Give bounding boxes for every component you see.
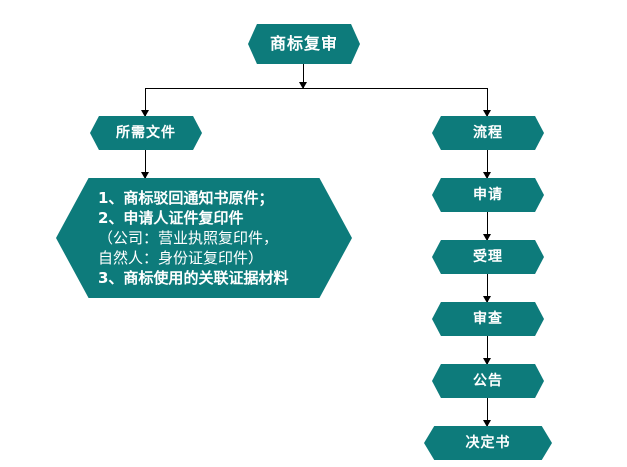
document-item: （公司：营业执照复印件， <box>98 229 279 247</box>
node-step-announcement-label: 公告 <box>473 373 503 389</box>
documents-list-inner: 1、商标驳回通知书原件； 2、申请人证件复印件 （公司：营业执照复印件， 自然人… <box>56 188 314 288</box>
document-item: 2、申请人证件复印件 <box>98 209 244 227</box>
arrowhead-split-to-documents <box>141 110 149 117</box>
arrowhead-step-4-to-step-5 <box>483 420 491 427</box>
node-step-application-label: 申请 <box>473 187 503 203</box>
node-process[interactable]: 流程 <box>432 116 544 150</box>
document-item: 3、商标使用的关联证据材料 <box>98 269 289 287</box>
arrowhead-step-1-to-step-2 <box>483 234 491 241</box>
connector-split-to-process <box>487 88 488 116</box>
document-item: 1、商标驳回通知书原件； <box>98 189 274 207</box>
node-step-acceptance[interactable]: 受理 <box>432 240 544 274</box>
node-process-label: 流程 <box>473 125 503 141</box>
connector-split-bar <box>145 88 488 89</box>
arrowhead-split-to-process <box>483 110 491 117</box>
arrowhead-step-2-to-step-3 <box>483 296 491 303</box>
arrowhead-documents-to-list <box>141 172 149 179</box>
document-item: 自然人：身份证复印件） <box>98 249 264 267</box>
connector-step-1-to-step-2 <box>487 212 488 240</box>
arrowhead-process-to-step-1 <box>483 172 491 179</box>
node-step-decision-label: 决定书 <box>465 435 511 451</box>
node-documents-list[interactable]: 1、商标驳回通知书原件； 2、申请人证件复印件 （公司：营业执照复印件， 自然人… <box>56 178 352 298</box>
connector-root-to-split <box>303 64 304 88</box>
node-step-examination[interactable]: 审查 <box>432 302 544 336</box>
connector-process-to-step-1 <box>487 150 488 178</box>
node-step-announcement[interactable]: 公告 <box>432 364 544 398</box>
connector-documents-to-list <box>145 150 146 178</box>
node-step-acceptance-label: 受理 <box>473 249 503 265</box>
arrowhead-root-to-split <box>299 82 307 89</box>
connector-step-4-to-step-5 <box>487 398 488 426</box>
node-step-application[interactable]: 申请 <box>432 178 544 212</box>
connector-split-to-documents <box>145 88 146 116</box>
node-trademark-review-label: 商标复审 <box>269 34 338 53</box>
connector-step-2-to-step-3 <box>487 274 488 302</box>
node-required-documents-label: 所需文件 <box>116 125 176 141</box>
node-required-documents[interactable]: 所需文件 <box>90 116 202 150</box>
node-trademark-review[interactable]: 商标复审 <box>248 24 360 64</box>
node-step-examination-label: 审查 <box>473 311 503 327</box>
node-step-decision[interactable]: 决定书 <box>424 426 552 460</box>
connector-step-3-to-step-4 <box>487 336 488 364</box>
arrowhead-step-3-to-step-4 <box>483 358 491 365</box>
